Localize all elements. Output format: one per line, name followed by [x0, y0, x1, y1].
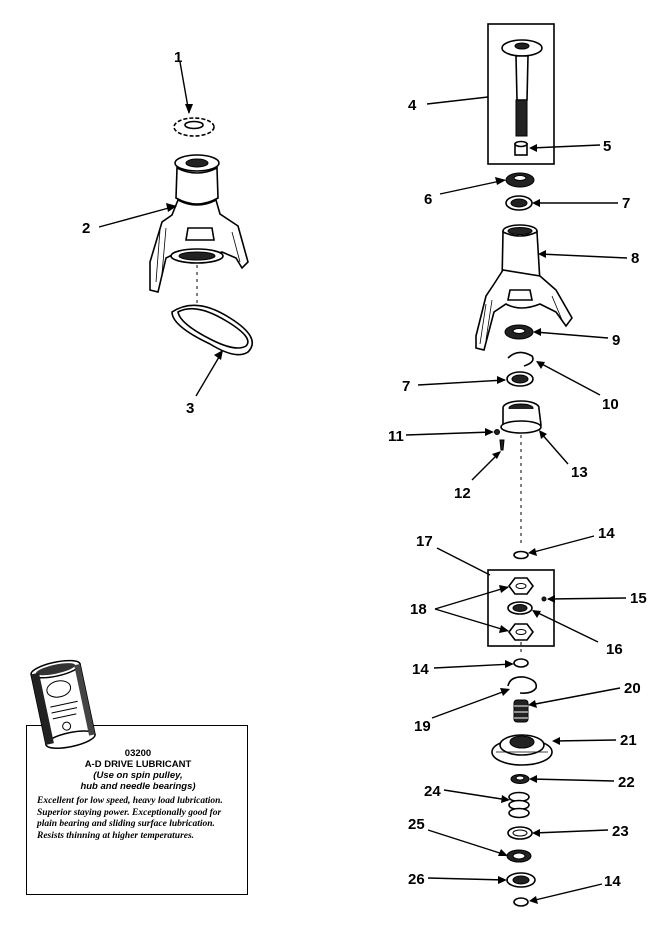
callout-13: 13	[571, 464, 588, 481]
lubricant-can-icon	[30, 659, 96, 749]
part-5-bushing	[514, 140, 528, 156]
part-16-bearing	[507, 601, 533, 615]
part-14-washer-top	[513, 550, 529, 560]
part-7-bearing-lower	[506, 371, 534, 387]
callout-18: 18	[410, 601, 427, 618]
part-22-clip	[510, 774, 530, 784]
part-7-bearing-upper	[505, 195, 533, 211]
part-10-snap-ring	[507, 351, 534, 367]
callout-14-bottom: 14	[604, 873, 621, 890]
callout-7-lower: 7	[402, 378, 410, 395]
part-23-washer	[507, 826, 533, 840]
callout-7-upper: 7	[622, 195, 630, 212]
leader-2	[98, 205, 177, 228]
callout-8: 8	[631, 250, 639, 267]
part-8-hub-housing	[475, 224, 573, 351]
callout-4: 4	[408, 97, 417, 114]
lubricant-usage-line-2: hub and needle bearings)	[80, 781, 196, 792]
lubricant-code: 03200	[124, 748, 152, 759]
part-19-ring	[507, 676, 538, 694]
callout-26: 26	[408, 871, 425, 888]
part-9-seal	[504, 324, 534, 340]
part-14-washer-bottom	[513, 897, 529, 907]
lubricant-info-box: 03200 A-D DRIVE LUBRICANT (Use on spin p…	[26, 725, 248, 895]
part-26-bearing	[506, 872, 536, 888]
part-25-seal	[506, 849, 532, 863]
callout-25: 25	[408, 816, 425, 833]
callout-14-mid: 14	[412, 661, 429, 678]
part-21-drive-pulley	[491, 734, 553, 766]
callout-21: 21	[620, 732, 637, 749]
lubricant-usage-line-1: (Use on spin pulley,	[93, 770, 183, 781]
callout-6: 6	[424, 191, 432, 208]
part-6-seal	[505, 172, 535, 188]
part-20-spring	[513, 699, 529, 723]
part-1-gasket	[173, 117, 215, 137]
part-15-pin	[541, 596, 547, 602]
part-13-hub	[500, 400, 542, 434]
part-11-screw	[494, 429, 500, 435]
callout-16: 16	[606, 641, 623, 658]
part-3-drive-belt	[171, 304, 253, 356]
part-12-screw	[499, 439, 505, 451]
part-24-spring	[508, 791, 530, 819]
callout-11: 11	[388, 428, 404, 445]
part-4-spin-shaft	[501, 39, 543, 137]
callout-12: 12	[454, 485, 471, 502]
callout-2: 2	[82, 220, 90, 237]
part-14-washer-mid	[513, 658, 529, 668]
lubricant-title: A-D DRIVE LUBRICANT	[84, 759, 192, 770]
callout-3: 3	[186, 400, 194, 417]
callout-19: 19	[414, 718, 431, 735]
callout-10: 10	[602, 396, 619, 413]
part-18-washer-upper	[508, 577, 534, 595]
leader-3	[195, 351, 223, 397]
part-2-hub-housing	[149, 154, 249, 293]
callout-20: 20	[624, 680, 641, 697]
callout-9: 9	[612, 332, 620, 349]
callout-24: 24	[424, 783, 441, 800]
callout-22: 22	[618, 774, 635, 791]
callout-1: 1	[174, 49, 182, 66]
callout-5: 5	[603, 138, 611, 155]
lubricant-description: Excellent for low speed, heavy load lubr…	[37, 796, 223, 841]
callout-14-top: 14	[598, 525, 615, 542]
callout-17: 17	[416, 533, 433, 550]
part-18-washer-lower	[508, 623, 534, 641]
callout-15: 15	[630, 590, 647, 607]
callout-23: 23	[612, 823, 629, 840]
